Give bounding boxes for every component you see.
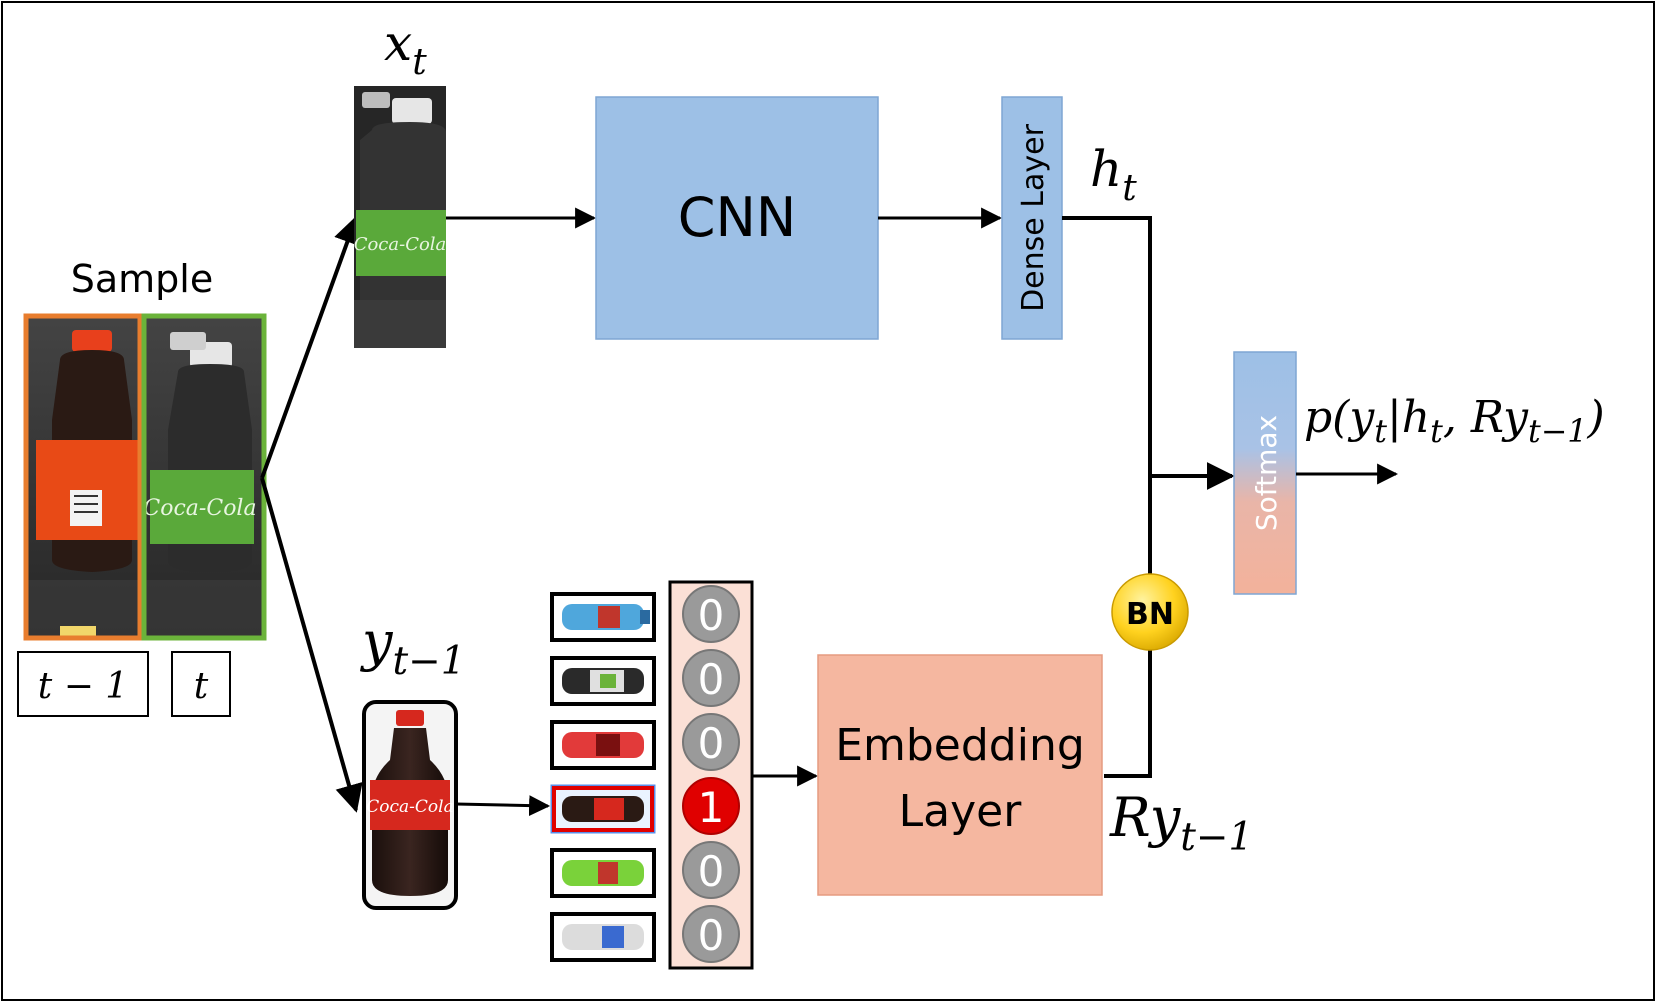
onehot-value: 0 (698, 847, 725, 896)
sample-photo: Coca-Cola (23, 313, 267, 641)
arrow-sample-to-yprev (260, 477, 363, 813)
onehot-cell-active (682, 777, 740, 835)
bottle-candidate-list (550, 592, 656, 962)
sample-bottle-left-icon (36, 330, 140, 572)
arrow-sample-to-xt (260, 215, 361, 479)
xt-label: xt (384, 14, 427, 83)
time-prev-box (17, 651, 149, 717)
frame-t-minus-1 (23, 313, 143, 641)
onehot-cell (682, 585, 740, 643)
embedding-label-line1: Embedding (835, 720, 1085, 771)
time-cur-label: t (194, 666, 209, 707)
xt-crop-image: Coca-Cola (354, 86, 447, 348)
sample-bottle-right-icon: Coca-Cola (143, 332, 257, 572)
onehot-cell (682, 649, 740, 707)
onehot-value: 1 (698, 783, 725, 832)
onehot-value: 0 (698, 655, 725, 704)
onehot-cell (682, 841, 740, 899)
arrow-yprev-to-onehot (455, 795, 551, 817)
onehot-value: 0 (698, 591, 725, 640)
svg-text:Coca-Cola: Coca-Cola (143, 496, 256, 521)
sample-label: Sample (71, 257, 213, 301)
probability-label: p(yt|ht, Ryt−1) (1304, 392, 1605, 450)
time-prev-label: t − 1 (38, 666, 128, 707)
bottle-dark-red-label-icon (550, 784, 656, 834)
cnn-block (595, 96, 879, 340)
cnn-label: CNN (678, 186, 797, 249)
onehot-value: 0 (698, 911, 725, 960)
svg-text:Coca-Cola: Coca-Cola (354, 234, 447, 255)
svg-text:Coca-Cola: Coca-Cola (366, 797, 453, 817)
bn-label: BN (1126, 597, 1174, 632)
bottle-red-icon (550, 720, 656, 770)
bn-node (1111, 573, 1189, 651)
bottle-blue-icon (550, 592, 656, 642)
ry-label: Ryt−1 (1109, 786, 1253, 860)
onehot-cells: 0 0 0 1 0 0 (682, 585, 740, 963)
onehot-cell (682, 905, 740, 963)
yprev-label: yt−1 (360, 610, 465, 684)
ht-label: ht (1090, 140, 1137, 209)
time-cur-box (171, 651, 231, 717)
embedding-layer-block (817, 654, 1103, 896)
softmax-block (1233, 351, 1297, 595)
dense-layer-label: Dense Layer (1016, 123, 1051, 312)
onehot-vector (668, 580, 754, 970)
onehot-cell (682, 713, 740, 771)
onehot-value: 0 (698, 719, 725, 768)
ht-connector (1062, 216, 1152, 476)
yprev-bottle-image: Coca-Cola (362, 700, 458, 910)
bottle-clear-icon (550, 912, 656, 962)
dense-layer-block (1001, 96, 1063, 340)
bottle-black-white-label-icon (550, 656, 656, 706)
softmax-label: Softmax (1250, 415, 1283, 531)
bottle-green-icon (550, 848, 656, 898)
embedding-label-line2: Layer (899, 786, 1023, 837)
